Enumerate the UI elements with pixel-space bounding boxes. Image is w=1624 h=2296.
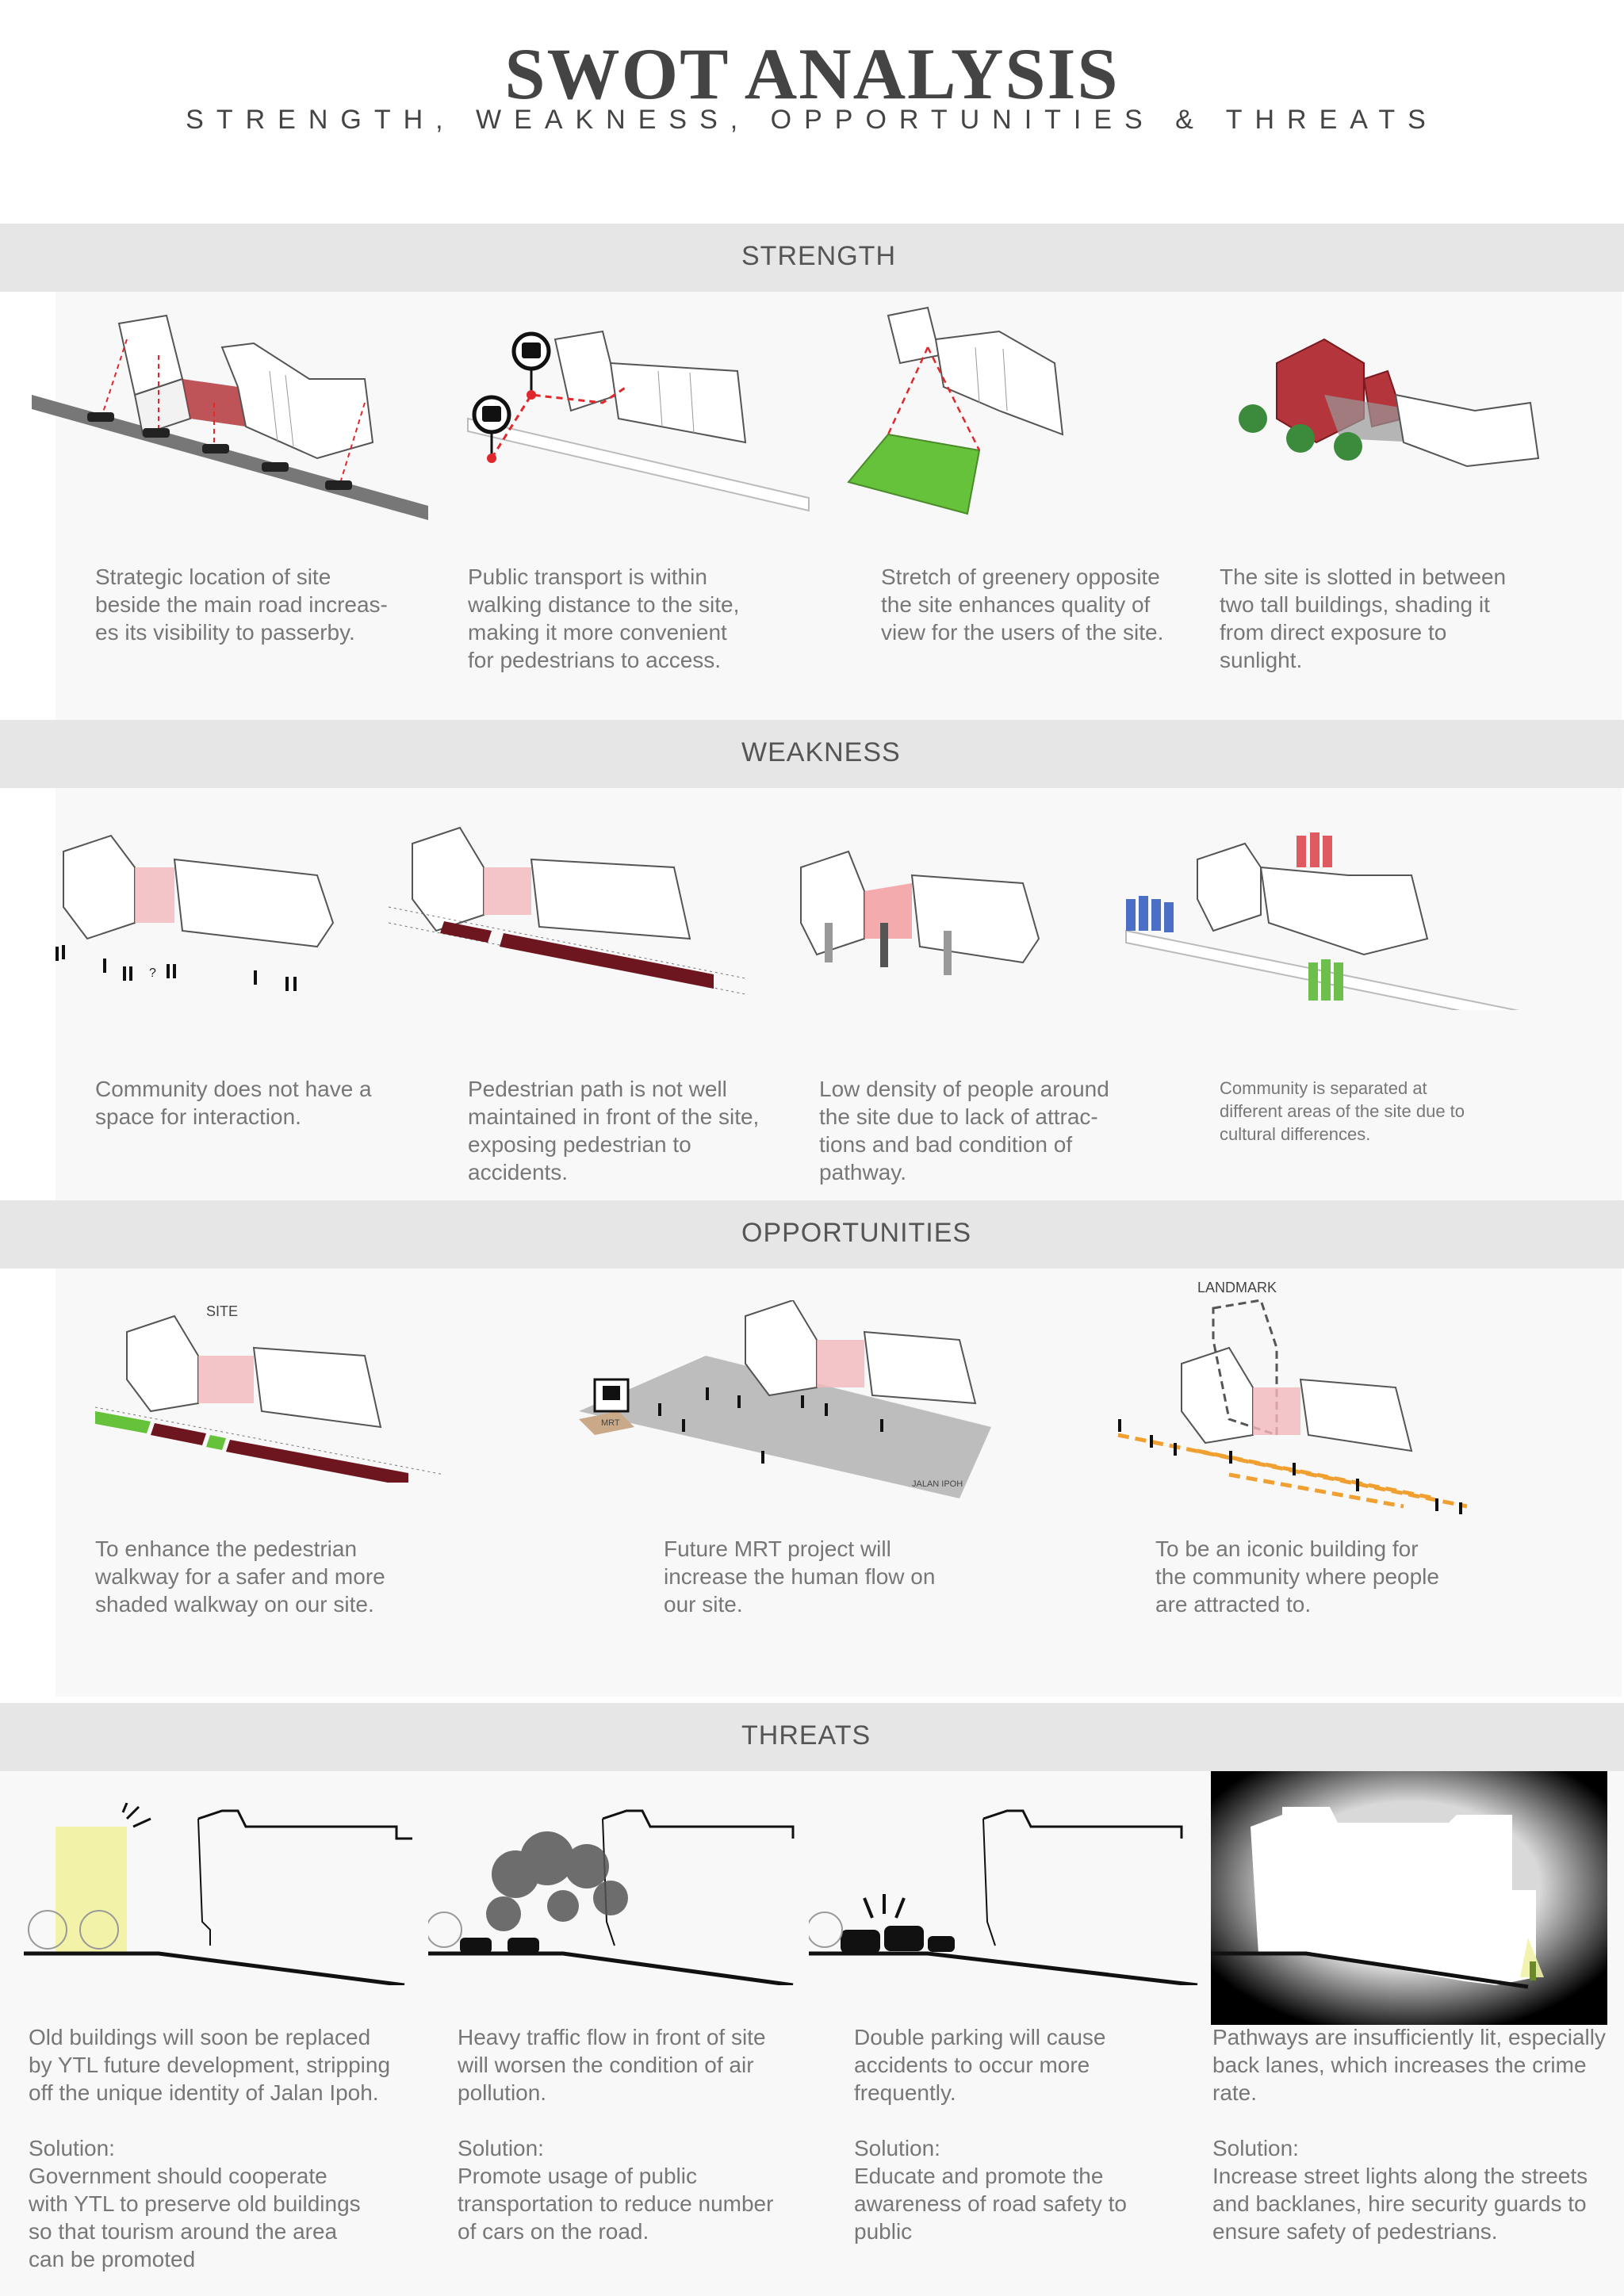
car-icon <box>460 1938 539 1954</box>
greenery-patch <box>847 433 981 515</box>
group-green <box>1308 959 1343 1001</box>
street-lamp-icon <box>1520 1938 1544 1980</box>
road-label: JALAN IPOH <box>912 1479 963 1489</box>
threats-caption-1: Old buildings will soon be replaced by Y… <box>29 2025 391 2105</box>
section-band-threats: THREATS <box>0 1703 1624 1771</box>
section-label-threats: THREATS <box>741 1720 871 1751</box>
weakness-panel: ? Community does not have a space f <box>56 788 1622 1200</box>
opportunities-caption-1: To enhance the pedestrian walkway for a … <box>95 1536 385 1617</box>
weakness-caption-2: Pedestrian path is not well maintained i… <box>468 1077 760 1184</box>
section-band-strength: STRENGTH <box>0 224 1624 292</box>
weakness-interaction-diagram: ? <box>56 834 335 991</box>
section-band-weakness: WEAKNESS <box>0 720 1624 788</box>
opportunities-caption-3: To be an iconic building for the communi… <box>1155 1536 1439 1617</box>
strength-greenery-diagram <box>847 306 1064 515</box>
group-blue <box>1126 896 1174 932</box>
weakness-density-diagram <box>800 850 1040 975</box>
tree-icon <box>1239 404 1362 461</box>
strength-caption-1: Strategic location of site beside the ma… <box>95 564 388 645</box>
weakness-caption-3: Low density of people around the site du… <box>819 1077 1109 1184</box>
opportunities-caption-2: Future MRT project will increase the hum… <box>664 1536 936 1617</box>
threats-replacement-diagram <box>24 1803 412 1985</box>
car-icon <box>87 412 352 490</box>
section-label-strength: STRENGTH <box>741 241 896 271</box>
section-band-opportunities: OPPORTUNITIES <box>0 1200 1624 1269</box>
tree-icon <box>809 1911 843 1948</box>
pedestrian-icon <box>658 1387 883 1464</box>
threats-pollution-diagram <box>428 1809 795 1985</box>
strength-transport-diagram <box>467 330 810 512</box>
svg-text:?: ? <box>149 966 156 980</box>
pedestrian-icon <box>56 945 297 991</box>
mrt-train-icon <box>593 1378 630 1413</box>
weakness-caption-4: Community is separated at different area… <box>1220 1078 1465 1144</box>
mrt-label: MRT <box>601 1418 620 1428</box>
tree-icon <box>28 1910 119 1950</box>
threats-solution-3: Solution: Educate and promote the awaren… <box>854 2136 1127 2244</box>
weakness-caption-1: Community does not have a space for inte… <box>95 1077 372 1129</box>
opportunities-panel: SITE MRT JALAN IPOH LANDMARK <box>56 1269 1622 1697</box>
building-block <box>117 314 374 460</box>
strength-caption-3: Stretch of greenery opposite the site en… <box>881 564 1164 645</box>
site-label: SITE <box>206 1303 238 1319</box>
alert-marks <box>121 1803 151 1828</box>
threats-panel: Old buildings will soon be replaced by Y… <box>0 1771 1624 2296</box>
weakness-separation-diagram <box>1125 832 1519 1010</box>
page-subtitle: STRENGTH, WEAKNESS, OPPORTUNITIES & THRE… <box>186 105 1438 135</box>
weakness-path-diagram <box>388 826 746 995</box>
smoke-cloud-icon <box>486 1831 628 1931</box>
threats-lighting-diagram <box>1211 1771 1607 2025</box>
opportunities-walkway-diagram: SITE <box>95 1303 445 1483</box>
strength-caption-2: Public transport is within walking dista… <box>468 564 740 672</box>
strength-shading-diagram <box>1239 338 1540 468</box>
threats-caption-4: Pathways are insufficiently lit, especia… <box>1212 2025 1606 2105</box>
pedestrian-icon <box>1118 1419 1462 1514</box>
car-icon <box>841 1926 955 1954</box>
section-label-opportunities: OPPORTUNITIES <box>741 1218 972 1248</box>
page-title: SWOT ANALYSIS <box>504 33 1120 114</box>
pedestrian-icon <box>825 923 952 975</box>
new-development-block <box>56 1827 127 1954</box>
threats-caption-3: Double parking will cause accidents to o… <box>854 2025 1106 2105</box>
threats-parking-diagram <box>809 1809 1198 1985</box>
tree-icon <box>428 1911 462 1948</box>
landmark-label: LANDMARK <box>1197 1280 1277 1295</box>
threats-solution-2: Solution: Promote usage of public transp… <box>458 2136 774 2244</box>
alert-marks <box>863 1894 906 1919</box>
threats-solution-1: Solution: Government should cooperate wi… <box>29 2136 361 2271</box>
opportunities-landmark-diagram: LANDMARK <box>1117 1280 1468 1514</box>
strength-panel: Strategic location of site beside the ma… <box>32 292 1622 720</box>
section-label-weakness: WEAKNESS <box>741 737 901 767</box>
strength-caption-4: The site is slotted in between two tall … <box>1220 564 1507 672</box>
group-red <box>1297 832 1332 867</box>
opportunities-mrt-diagram: MRT JALAN IPOH <box>579 1300 991 1498</box>
threats-solution-4: Solution: Increase street lights along t… <box>1212 2136 1588 2244</box>
threats-caption-2: Heavy traffic flow in front of site will… <box>458 2025 766 2105</box>
strength-road-diagram <box>32 314 428 520</box>
